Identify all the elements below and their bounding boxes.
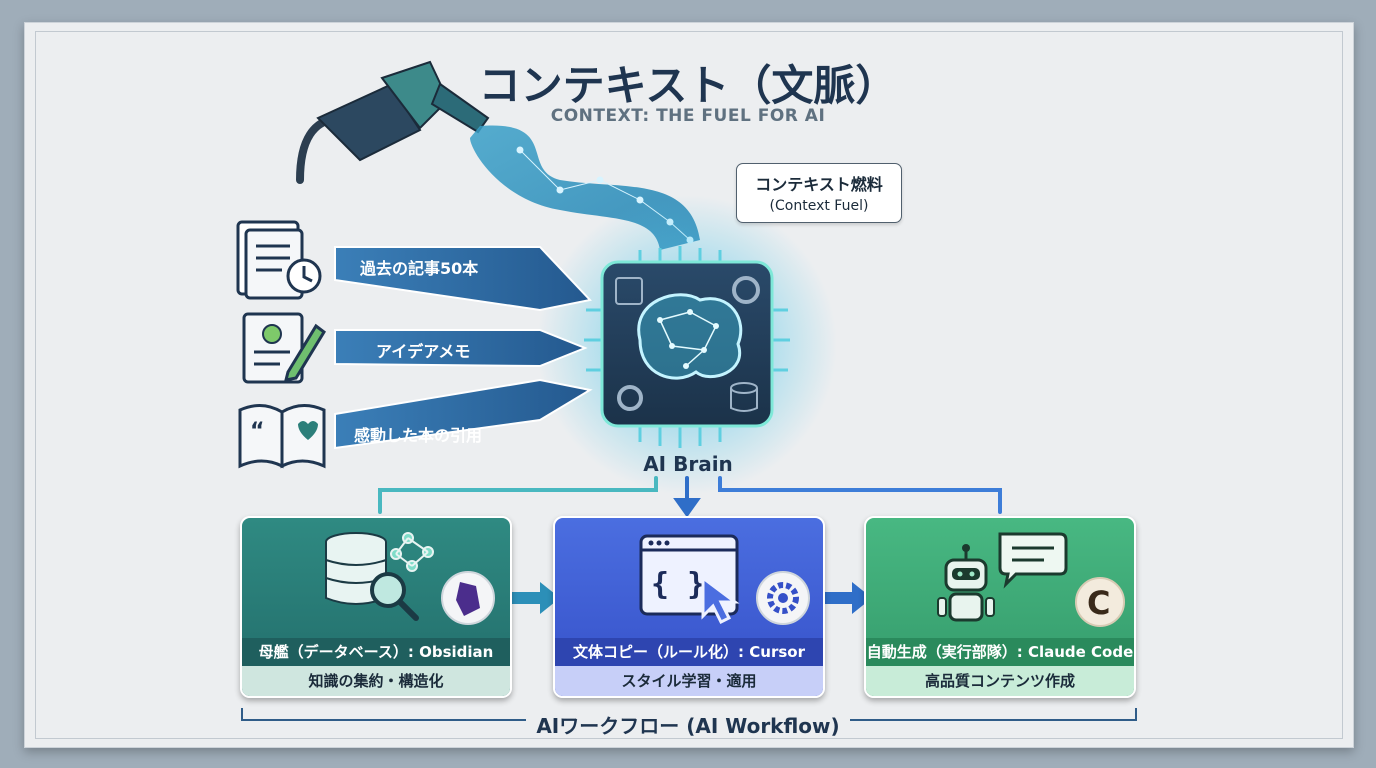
card-title: 自動生成（実行部隊）: Claude Code [866, 638, 1134, 666]
card-title: 母艦（データベース）: Obsidian [242, 638, 510, 666]
slide-inner-border [35, 31, 1343, 739]
document-clock-icon [236, 220, 322, 300]
fuel-nozzle-icon [296, 60, 490, 184]
input-label-articles: 過去の記事50本 [360, 259, 479, 278]
page-subtitle: CONTEXT: THE FUEL FOR AI [550, 106, 826, 126]
svg-text:C: C [1087, 584, 1110, 622]
notepad-pencil-icon [242, 312, 326, 384]
page-title: コンテキスト（文脈） [478, 61, 898, 110]
card-title: 文体コピー（ルール化）: Cursor [555, 638, 823, 666]
card-caption: 高品質コンテンツ作成 [866, 666, 1134, 696]
card-caption: 知識の集約・構造化 [242, 666, 510, 696]
input-label-ideas: アイデアメモ [376, 342, 471, 361]
card-cursor: { } 文体コピー（ルール化）: Cursor スタイル学習・適用 [553, 516, 825, 698]
open-book-icon: “ [238, 404, 326, 469]
brain-to-cards-connectors [378, 476, 1002, 518]
context-fuel-bubble: コンテキスト燃料 (Context Fuel) [736, 163, 902, 223]
obsidian-logo-icon [441, 571, 495, 625]
card-flow-arrows [512, 582, 872, 614]
code-window-cursor-icon: { } [639, 534, 810, 625]
workflow-label-wrap: AIワークフロー (AI Workflow) [0, 710, 1376, 739]
input-arrows [334, 246, 593, 450]
svg-text:{ }: { } [651, 567, 705, 602]
claude-logo-icon: C [1075, 577, 1125, 627]
brain-label: AI Brain [643, 452, 733, 476]
brain-chip-icon [584, 246, 790, 448]
robot-chat-icon: C [937, 532, 1125, 627]
gear-icon [756, 571, 810, 625]
card-claude-code: C 自動生成（実行部隊）: Claude Code 高品質コンテンツ作成 [864, 516, 1136, 698]
context-fuel-sublabel: (Context Fuel) [769, 198, 869, 214]
input-label-quotes: 感動した本の引用 [354, 426, 483, 445]
workflow-label: AIワークフロー (AI Workflow) [526, 714, 850, 738]
card-caption: スタイル学習・適用 [555, 666, 823, 696]
context-fuel-label: コンテキスト燃料 [755, 175, 883, 194]
svg-text:“: “ [250, 419, 264, 444]
card-obsidian: 母艦（データベース）: Obsidian 知識の集約・構造化 [240, 516, 512, 698]
database-search-icon [325, 532, 495, 625]
